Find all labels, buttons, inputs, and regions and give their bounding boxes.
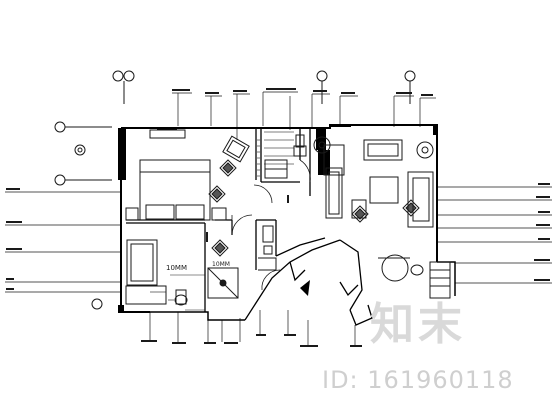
grid-axis-bubble-icon xyxy=(54,174,66,186)
vanity xyxy=(125,285,167,305)
bathtub xyxy=(126,239,158,286)
angled-walls xyxy=(244,237,373,326)
annotation-tags-left xyxy=(6,188,22,290)
area-label: 10MM xyxy=(166,264,187,272)
annotation-tags-top xyxy=(172,88,433,96)
wardrobe-hatch xyxy=(257,131,294,177)
watermark-id: ID: 161960118 xyxy=(322,366,514,394)
coffee-table xyxy=(369,176,399,204)
bathroom-fixtures xyxy=(125,239,239,306)
annotation-leaders-top xyxy=(172,91,436,140)
grid-axis-bubble-icon xyxy=(54,121,66,133)
grid-axis-bubble-icon xyxy=(112,70,124,82)
sofa xyxy=(407,171,434,228)
double-bed xyxy=(125,159,227,221)
stair-shelf xyxy=(429,261,451,299)
grid-axis-bubbles xyxy=(54,70,416,310)
grid-axis-bubble-icon xyxy=(91,298,103,310)
nightstand xyxy=(211,207,227,221)
round-table xyxy=(381,254,409,282)
grid-axis-bubble-icon xyxy=(123,70,135,82)
armchair xyxy=(363,139,403,161)
cabinet-unit xyxy=(323,144,345,176)
annotation-leaders-left xyxy=(5,191,121,293)
area-label: 10MM xyxy=(212,261,230,268)
shower-tray xyxy=(207,267,239,299)
dimension-ticks xyxy=(150,274,205,311)
door-markers xyxy=(206,195,289,242)
nightstand xyxy=(125,207,139,221)
closet-fixtures xyxy=(258,225,277,271)
living-room-furniture xyxy=(323,139,434,228)
annotation-tags-bottom xyxy=(141,334,362,347)
annotation-leaders-bottom xyxy=(149,310,356,345)
dresser xyxy=(149,129,186,139)
circle-fixtures xyxy=(74,136,434,159)
watermark-logo-text: 知末 xyxy=(370,299,466,350)
toilet xyxy=(175,289,187,305)
dining-area xyxy=(378,254,451,299)
grid-axis-bubble-icon xyxy=(404,70,416,82)
side-table xyxy=(351,199,367,219)
annotation-leaders-right xyxy=(436,186,552,284)
wet-bar xyxy=(264,134,307,179)
armchair-bedroom xyxy=(222,135,250,163)
tv-cabinet xyxy=(325,167,343,219)
door-swings xyxy=(231,159,311,291)
annotation-tags-right xyxy=(534,183,550,281)
grid-axis-bubble-icon xyxy=(316,70,328,82)
north-arrow-icon xyxy=(300,280,310,296)
